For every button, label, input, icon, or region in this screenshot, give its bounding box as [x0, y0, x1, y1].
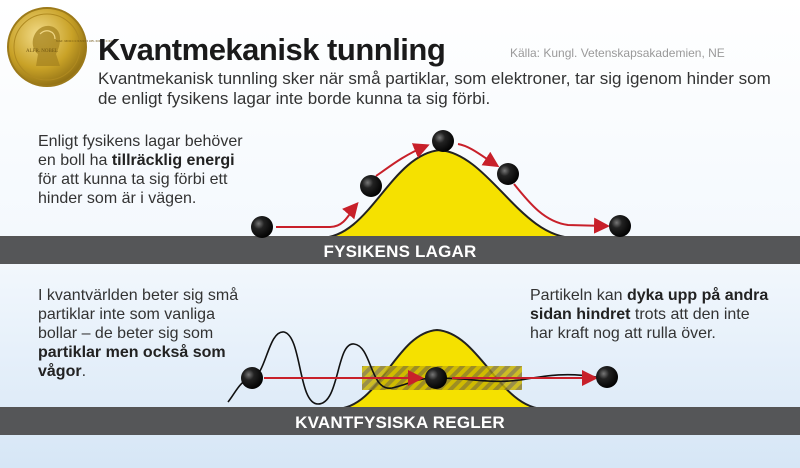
intro-text: Kvantmekanisk tunnling sker när små part…: [98, 69, 771, 108]
quantum-right-end: trots att den inte har kraft nog att rul…: [530, 306, 750, 342]
quantum-description-left: I kvantvärlden beter sig små partiklar i…: [38, 286, 253, 381]
classical-scene: [0, 130, 800, 239]
classical-description: Enligt fysikens lagar behöver en boll ha…: [38, 132, 248, 208]
medal-inscription: ALFR. NOBEL: [26, 49, 58, 54]
quantum-right-start: Partikeln kan: [530, 287, 627, 304]
ball-end: [609, 215, 631, 237]
classical-band-label: FYSIKENS LAGAR: [0, 238, 800, 264]
page-title: Kvantmekanisk tunnling: [98, 32, 446, 67]
quantum-scene: [0, 328, 800, 410]
ball-descend: [497, 163, 519, 185]
quantum-ball-middle: [425, 367, 447, 389]
quantum-left-end: .: [81, 363, 87, 380]
quantum-left-bold: partiklar men också som vågor: [38, 344, 226, 380]
medal-years: NAT. MDCCCXXXIII OB. MDCCCXCVI: [56, 39, 118, 43]
classical-hill: [319, 148, 576, 239]
ball-climb: [360, 175, 382, 197]
source-credit: Källa: Kungl. Vetenskapsakademien, NE: [510, 46, 725, 60]
nobel-medal-icon: ALFR. NOBEL NAT. MDCCCXXXIII OB. MDCCCXC…: [7, 7, 118, 87]
quantum-description-right: Partikeln kan dyka upp på andra sidan hi…: [530, 286, 770, 343]
trajectory-arrows: [276, 143, 610, 234]
quantum-ball-start: [241, 367, 263, 389]
quantum-band-label: KVANTFYSISKA REGLER: [0, 409, 800, 435]
classical-text-end: för att kunna ta sig förbi ett hinder so…: [38, 171, 228, 207]
quantum-ball-end: [596, 366, 618, 388]
ball-top: [432, 130, 454, 152]
quantum-left-start: I kvantvärlden beter sig små partiklar i…: [38, 287, 239, 342]
classical-text-bold: tillräcklig energi: [111, 152, 235, 169]
classical-text-start: Enligt fysikens lagar behöver en boll ha: [38, 133, 243, 169]
ball-start: [251, 216, 273, 238]
quantum-right-bold: dyka upp på andra sidan hindret: [530, 287, 769, 323]
